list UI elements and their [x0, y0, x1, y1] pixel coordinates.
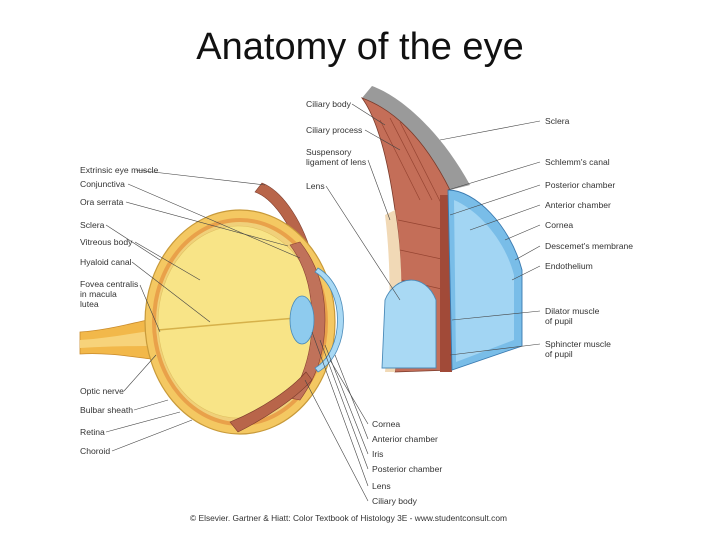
label-ora-serrata: Ora serrata — [80, 197, 124, 207]
label-lens-top: Lens — [306, 181, 325, 191]
anterior-segment-detail — [304, 86, 541, 502]
label-sphincter-line1: Sphincter muscle — [545, 339, 611, 349]
label-iris-bottom: Iris — [372, 449, 384, 459]
ciliary-region-left — [289, 241, 326, 401]
label-dilator-line1: Dilator muscle — [545, 306, 600, 316]
lens-left — [289, 295, 315, 345]
label-lens-bottom: Lens — [372, 481, 391, 491]
label-choroid: Choroid — [80, 446, 111, 456]
label-posterior-chamber-bottom: Posterior chamber — [372, 464, 443, 474]
label-anterior-chamber-bottom: Anterior chamber — [372, 434, 438, 444]
page-title: Anatomy of the eye — [196, 26, 524, 68]
label-posterior-chamber-right: Posterior chamber — [545, 180, 616, 190]
label-endothelium: Endothelium — [545, 261, 593, 271]
label-hyaloid-canal: Hyaloid canal — [80, 257, 132, 267]
label-sphincter-line2: of pupil — [545, 349, 573, 359]
label-suspensory-line1: Suspensory — [306, 147, 352, 157]
lens-right — [381, 279, 437, 369]
label-ciliary-body-bottom: Ciliary body — [372, 496, 417, 506]
label-anterior-chamber-right: Anterior chamber — [545, 200, 611, 210]
cornea-left — [314, 267, 344, 373]
label-schlemms-canal: Schlemm's canal — [545, 157, 610, 167]
label-optic-nerve: Optic nerve — [80, 386, 124, 396]
label-vitreous-body: Vitreous body — [80, 237, 133, 247]
label-cornea-bottom: Cornea — [372, 419, 401, 429]
hyaloid-canal — [157, 317, 297, 331]
label-sclera-right: Sclera — [545, 116, 570, 126]
label-fovea-line1: Fovea centralis — [80, 279, 139, 289]
label-ciliary-process: Ciliary process — [306, 125, 363, 135]
label-bulbar-sheath: Bulbar sheath — [80, 405, 134, 415]
label-fovea-line3: lutea — [80, 299, 99, 309]
label-cornea-right: Cornea — [545, 220, 574, 230]
label-sclera-left: Sclera — [80, 220, 105, 230]
label-suspensory-line2: ligament of lens — [306, 157, 367, 167]
label-descemets-membrane: Descemet's membrane — [545, 241, 634, 251]
label-dilator-line2: of pupil — [545, 316, 573, 326]
copyright-credit: © Elsevier. Gartner & Hiatt: Color Textb… — [190, 513, 507, 523]
label-extrinsic-eye-muscle: Extrinsic eye muscle — [80, 165, 159, 175]
anterior-chamber-right — [454, 200, 514, 362]
label-retina: Retina — [80, 427, 105, 437]
eyeball-cross-section — [79, 169, 344, 452]
label-fovea-line2: in macula — [80, 289, 117, 299]
label-conjunctiva: Conjunctiva — [80, 179, 125, 189]
extrinsic-muscle-bottom — [229, 371, 313, 433]
label-ciliary-body-top: Ciliary body — [306, 99, 351, 109]
